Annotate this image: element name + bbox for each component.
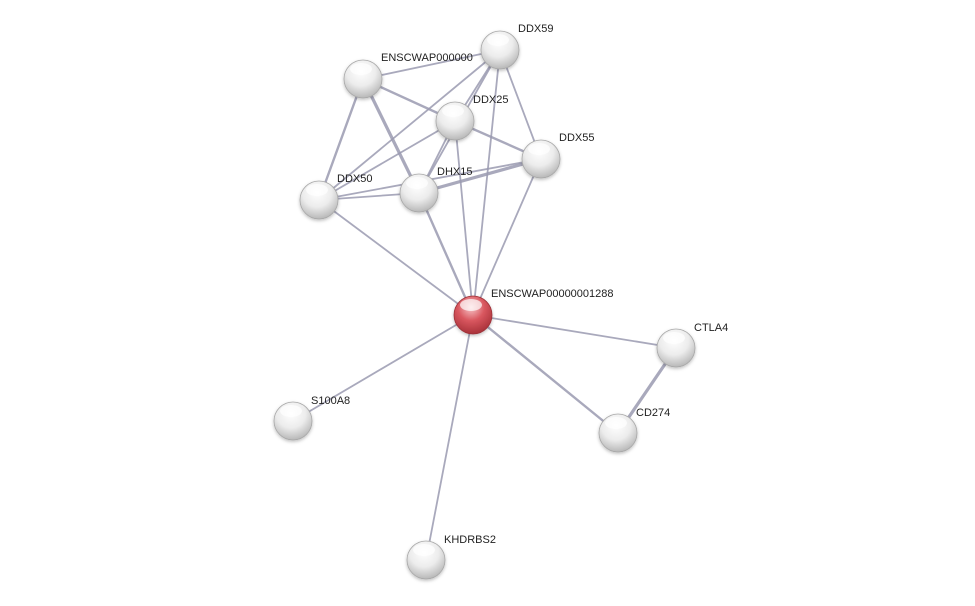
node-ddx55[interactable]: DDX55 — [521, 132, 594, 179]
node-highlight — [663, 332, 685, 344]
edge-query-cd274[interactable] — [471, 313, 620, 435]
node-khdrbs2[interactable]: KHDRBS2 — [406, 534, 496, 580]
node-ddx59[interactable]: DDX59 — [480, 23, 553, 70]
node-cd274[interactable]: CD274 — [598, 407, 670, 453]
node-label: ENSCWAP000000 — [381, 52, 473, 64]
node-label: ENSCWAP00000001288 — [491, 288, 614, 300]
nodes-layer: ENSCWAP00000001288 DDX59ENSCWAP000000DDX2… — [273, 23, 728, 580]
edge-ddx55-dhx15[interactable] — [417, 157, 543, 195]
node-highlight — [413, 544, 435, 556]
edge-enscwap_partner-ddx59[interactable] — [362, 49, 501, 80]
node-label: DHX15 — [437, 166, 472, 178]
node-highlight — [528, 143, 550, 155]
edge-query-dhx15[interactable] — [417, 191, 475, 317]
node-label: S100A8 — [311, 395, 350, 407]
node-dhx15[interactable]: DHX15 — [399, 166, 472, 213]
edge-ddx59-ddx55[interactable] — [499, 49, 542, 160]
node-label: CD274 — [636, 407, 670, 419]
edge-ddx25-ddx50[interactable] — [318, 120, 456, 201]
node-s100a8[interactable]: S100A8 — [273, 395, 350, 441]
edge-query-khdrbs2[interactable] — [425, 314, 474, 561]
node-query[interactable]: ENSCWAP00000001288 — [453, 288, 614, 335]
node-label: DDX55 — [559, 132, 594, 144]
edge-ddx59-ddx50[interactable] — [318, 49, 501, 201]
node-label: CTLA4 — [694, 322, 728, 334]
edge-enscwap_partner-ddx50[interactable] — [317, 77, 365, 202]
node-highlight — [605, 417, 627, 429]
node-highlight — [280, 405, 302, 417]
node-highlight — [460, 299, 482, 311]
node-label: DDX50 — [337, 173, 372, 185]
node-highlight — [350, 63, 372, 75]
node-highlight — [306, 184, 328, 196]
node-highlight — [442, 105, 464, 117]
edge-enscwap_partner-dhx15[interactable] — [361, 77, 421, 195]
edge-query-ddx25[interactable] — [454, 120, 474, 316]
node-label: DDX59 — [518, 23, 553, 35]
node-highlight — [406, 177, 428, 189]
edge-query-ddx55[interactable] — [472, 158, 542, 316]
node-label: DDX25 — [473, 94, 508, 106]
edge-query-ddx50[interactable] — [318, 199, 474, 316]
node-ddx25[interactable]: DDX25 — [435, 94, 508, 141]
node-label: KHDRBS2 — [444, 534, 496, 546]
edge-query-ctla4[interactable] — [472, 314, 677, 349]
edge-query-ddx59[interactable] — [472, 49, 501, 316]
node-ctla4[interactable]: CTLA4 — [656, 322, 728, 368]
node-highlight — [487, 34, 509, 46]
node-ddx50[interactable]: DDX50 — [299, 173, 372, 220]
node-enscwap_partner[interactable]: ENSCWAP000000 — [343, 52, 473, 99]
edge-query-s100a8[interactable] — [292, 314, 474, 422]
